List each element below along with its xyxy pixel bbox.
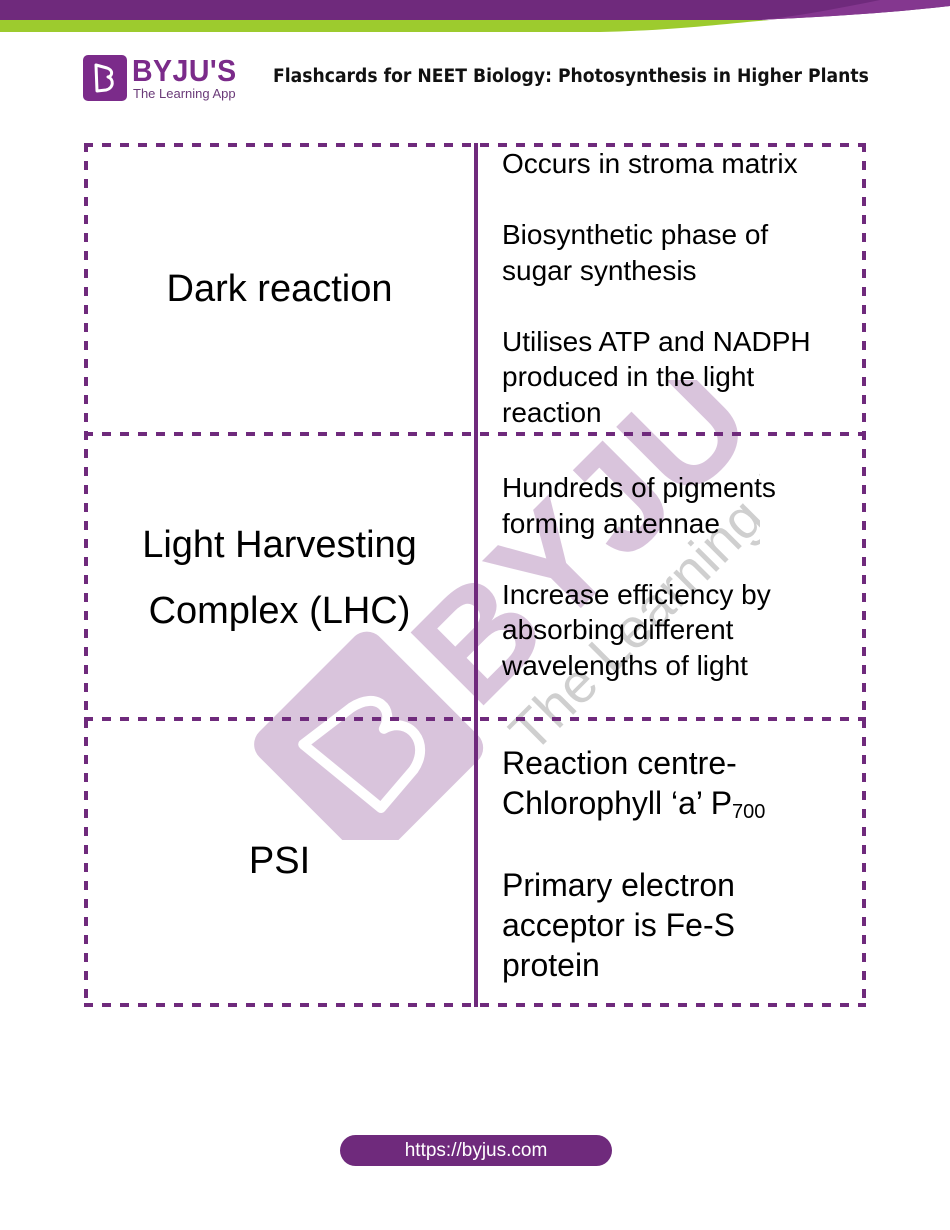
definition-line: Increase efficiency by	[502, 578, 771, 610]
flashcard-definition: Reaction centre- Chlorophyll ‘a’ P700 Pr…	[502, 719, 862, 1007]
footer-url-link[interactable]: https://byjus.com	[340, 1135, 612, 1166]
flashcard-term: Dark reaction	[166, 267, 393, 310]
byjus-logo[interactable]: BYJU'S The Learning App	[83, 53, 245, 101]
term-line: Complex (LHC)	[148, 589, 411, 632]
definition-line: wavelengths of light	[502, 649, 748, 681]
byjus-b-logo-icon	[83, 55, 127, 101]
definition-line: Chlorophyll ‘a’ P700	[502, 785, 766, 823]
page-title: Flashcards for NEET Biology: Photosynthe…	[273, 66, 869, 87]
definition-line: Utilises ATP and NADPH	[502, 325, 811, 357]
definition-line: absorbing different	[502, 614, 734, 645]
flashcard-table: BYJU'S The Learning App Dark reaction Oc…	[84, 143, 866, 1007]
definition-line: forming antennae	[502, 507, 720, 539]
top-brand-band	[0, 0, 950, 34]
definition-line: reaction	[502, 396, 602, 428]
definition-line: protein	[502, 947, 600, 983]
flashcard-definition: Occurs in stroma matrix Biosynthetic pha…	[502, 143, 862, 434]
definition-line: Biosynthetic phase of	[502, 219, 769, 250]
definition-line: Hundreds of pigments	[502, 472, 776, 503]
definition-line: acceptor is Fe-S	[502, 907, 735, 943]
definition-line: Primary electron	[502, 867, 735, 903]
flashcard-row: Dark reaction Occurs in stroma matrix Bi…	[84, 143, 866, 434]
flashcard-row: Light Harvesting Complex (LHC) Hundreds …	[84, 434, 866, 719]
definition-line: Occurs in stroma matrix	[502, 148, 798, 179]
flashcard-row: PSI Reaction centre- Chlorophyll ‘a’ P70…	[84, 719, 866, 1007]
definition-line: sugar synthesis	[502, 254, 697, 286]
definition-line: produced in the light	[502, 361, 755, 392]
definition-line: Reaction centre-	[502, 745, 737, 781]
page-header: BYJU'S The Learning App Flashcards for N…	[0, 52, 950, 104]
flashcard-term: PSI	[248, 840, 311, 882]
logo-wordmark: BYJU'S	[132, 53, 237, 88]
logo-tagline: The Learning App	[133, 86, 236, 101]
subscript: 700	[732, 801, 766, 823]
term-line: Light Harvesting	[142, 523, 417, 566]
flashcard-term: Light Harvesting Complex (LHC)	[84, 434, 475, 719]
flashcard-definition: Hundreds of pigments forming antennae In…	[502, 434, 862, 719]
